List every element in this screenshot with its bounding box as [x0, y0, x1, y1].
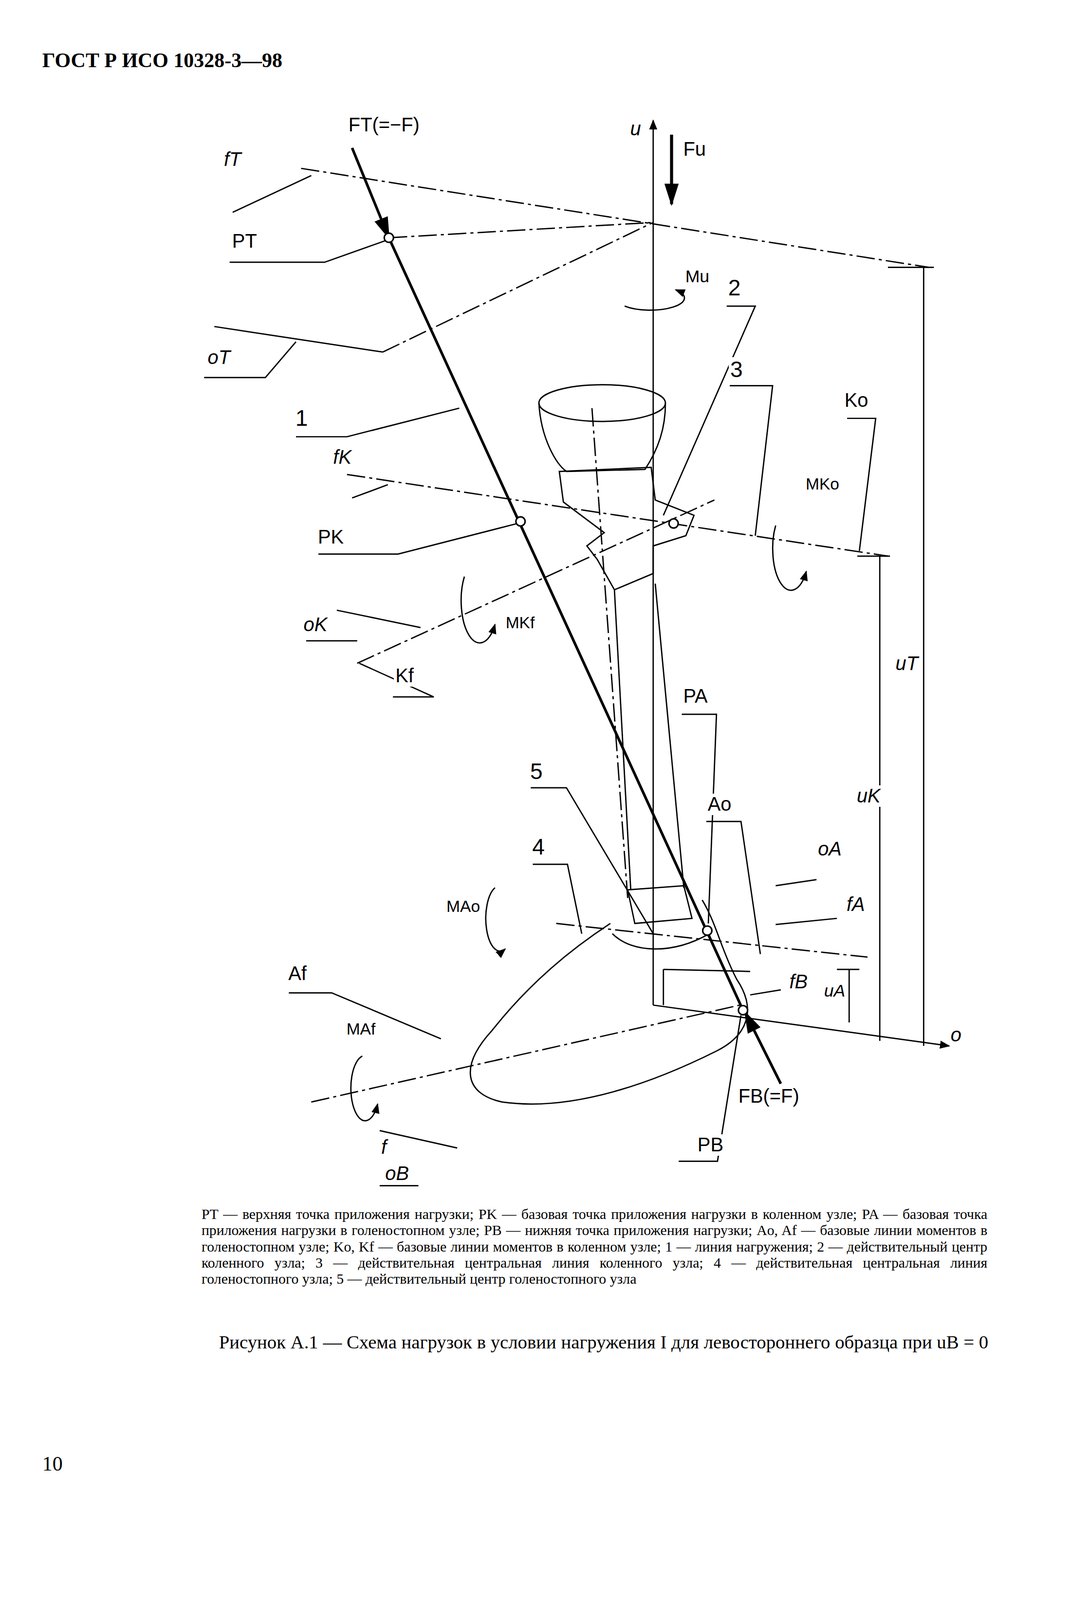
force-label: Fu: [681, 138, 707, 161]
moment-label: MKo: [804, 475, 841, 494]
dimension-label: oK: [302, 614, 330, 636]
axis-label: u: [628, 118, 643, 140]
point-label: PA: [681, 685, 709, 708]
axis-label: o: [949, 1024, 963, 1047]
point-label: PT: [230, 230, 259, 253]
line-label: Ao: [706, 793, 734, 816]
point-label: PK: [316, 526, 346, 549]
line-label: Af: [286, 963, 309, 985]
dimension-label: uK: [855, 785, 883, 808]
line-label: Ko: [843, 389, 870, 412]
dimension-label: oT: [205, 347, 232, 369]
callout-number: 2: [726, 275, 743, 301]
dimension-label: f: [379, 1137, 388, 1159]
callout-number: 1: [294, 406, 310, 431]
moment-label: MAo: [444, 898, 482, 917]
point-label: PB: [696, 1134, 725, 1157]
dimension-label: uA: [822, 981, 848, 1001]
dimension-label: fB: [788, 971, 810, 994]
force-label: FT(=−F): [347, 114, 422, 136]
page-number: 10: [40, 1453, 65, 1476]
figure-key: PT — верхняя точка приложения нагрузки; …: [200, 1206, 989, 1288]
moment-label: MKf: [504, 614, 537, 633]
dimension-label: oA: [816, 838, 844, 861]
dimension-label: fK: [331, 446, 353, 469]
force-label: FB(=F): [737, 1086, 801, 1108]
callout-number: 4: [530, 834, 547, 860]
dimension-label: oB: [383, 1163, 411, 1185]
dimension-label: uT: [894, 653, 920, 675]
dimension-label: fT: [222, 148, 243, 171]
running-header: ГОСТ Р ИСО 10328-3—98: [40, 49, 284, 72]
moment-label: Mu: [683, 267, 712, 287]
dimension-label: fA: [845, 894, 867, 916]
callout-number: 3: [728, 357, 745, 383]
line-label: Kf: [393, 665, 416, 687]
moment-label: MAf: [345, 1020, 378, 1039]
figure-caption: Рисунок А.1 — Схема нагрузок в условии н…: [209, 1331, 998, 1353]
callout-number: 5: [528, 759, 545, 785]
